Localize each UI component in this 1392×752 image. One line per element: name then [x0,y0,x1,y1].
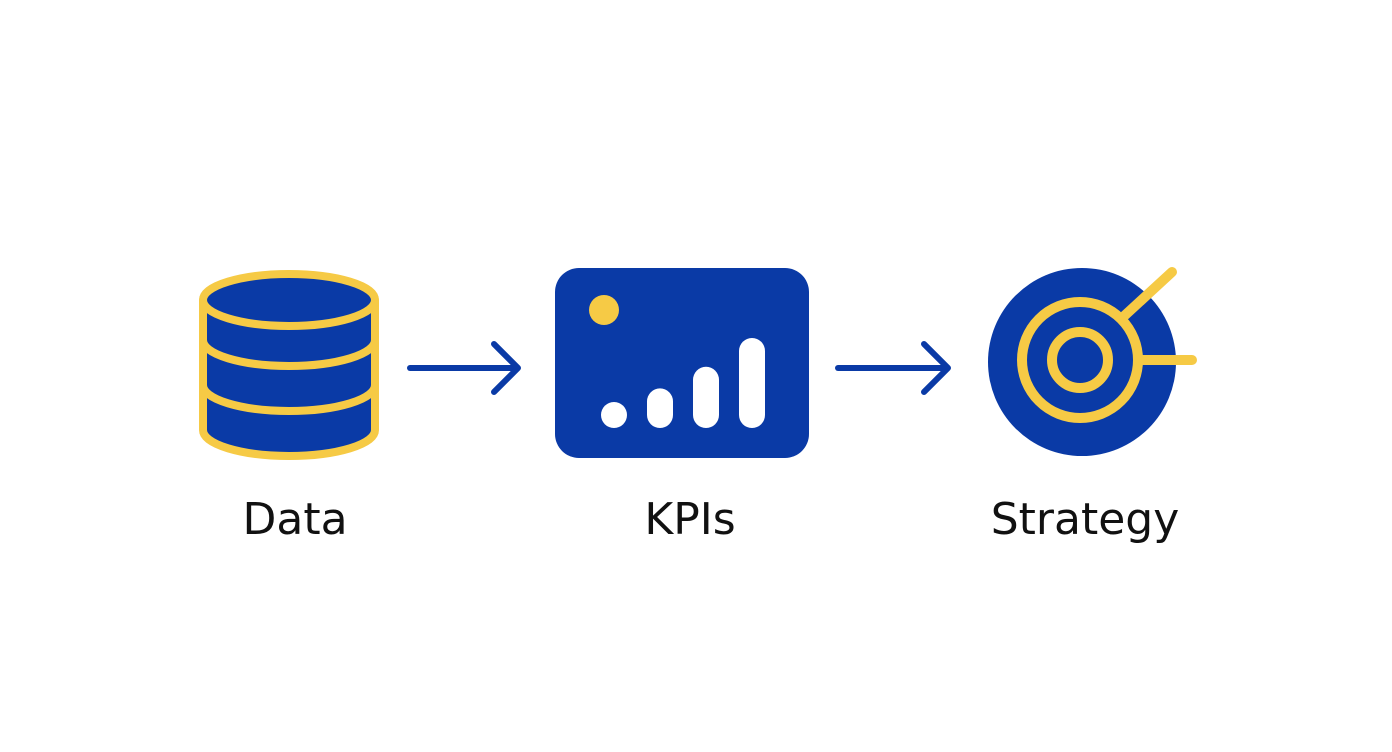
kpi-bar [601,402,627,428]
arrow-right-icon [407,341,521,395]
kpi-bar [739,338,765,428]
target-icon [988,267,1197,456]
kpi-bar [647,388,673,428]
node-label-kpis: KPIs [644,494,736,545]
arrow-right-icon [835,341,951,395]
node-label-data: Data [242,494,348,545]
kpi-bar [693,366,719,428]
database-icon [199,270,379,460]
kpi-bars [601,338,765,428]
node-label-strategy: Strategy [990,494,1180,545]
bar-chart-dashboard-icon [555,268,809,458]
